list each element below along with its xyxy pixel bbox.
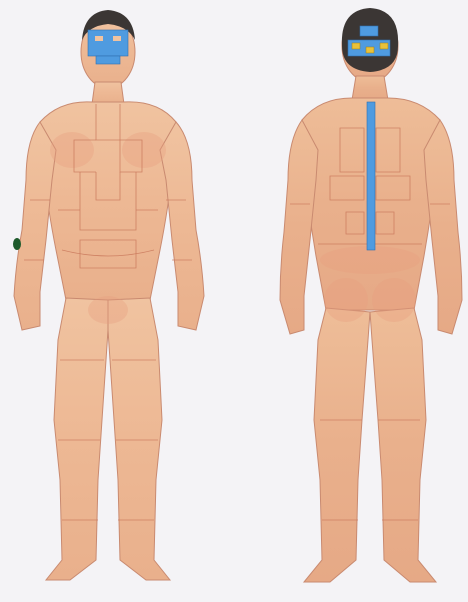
back-spine-marker (367, 102, 375, 250)
front-forearm-marker (13, 238, 21, 250)
front-view-body (14, 10, 204, 580)
back-view-body (280, 8, 462, 582)
